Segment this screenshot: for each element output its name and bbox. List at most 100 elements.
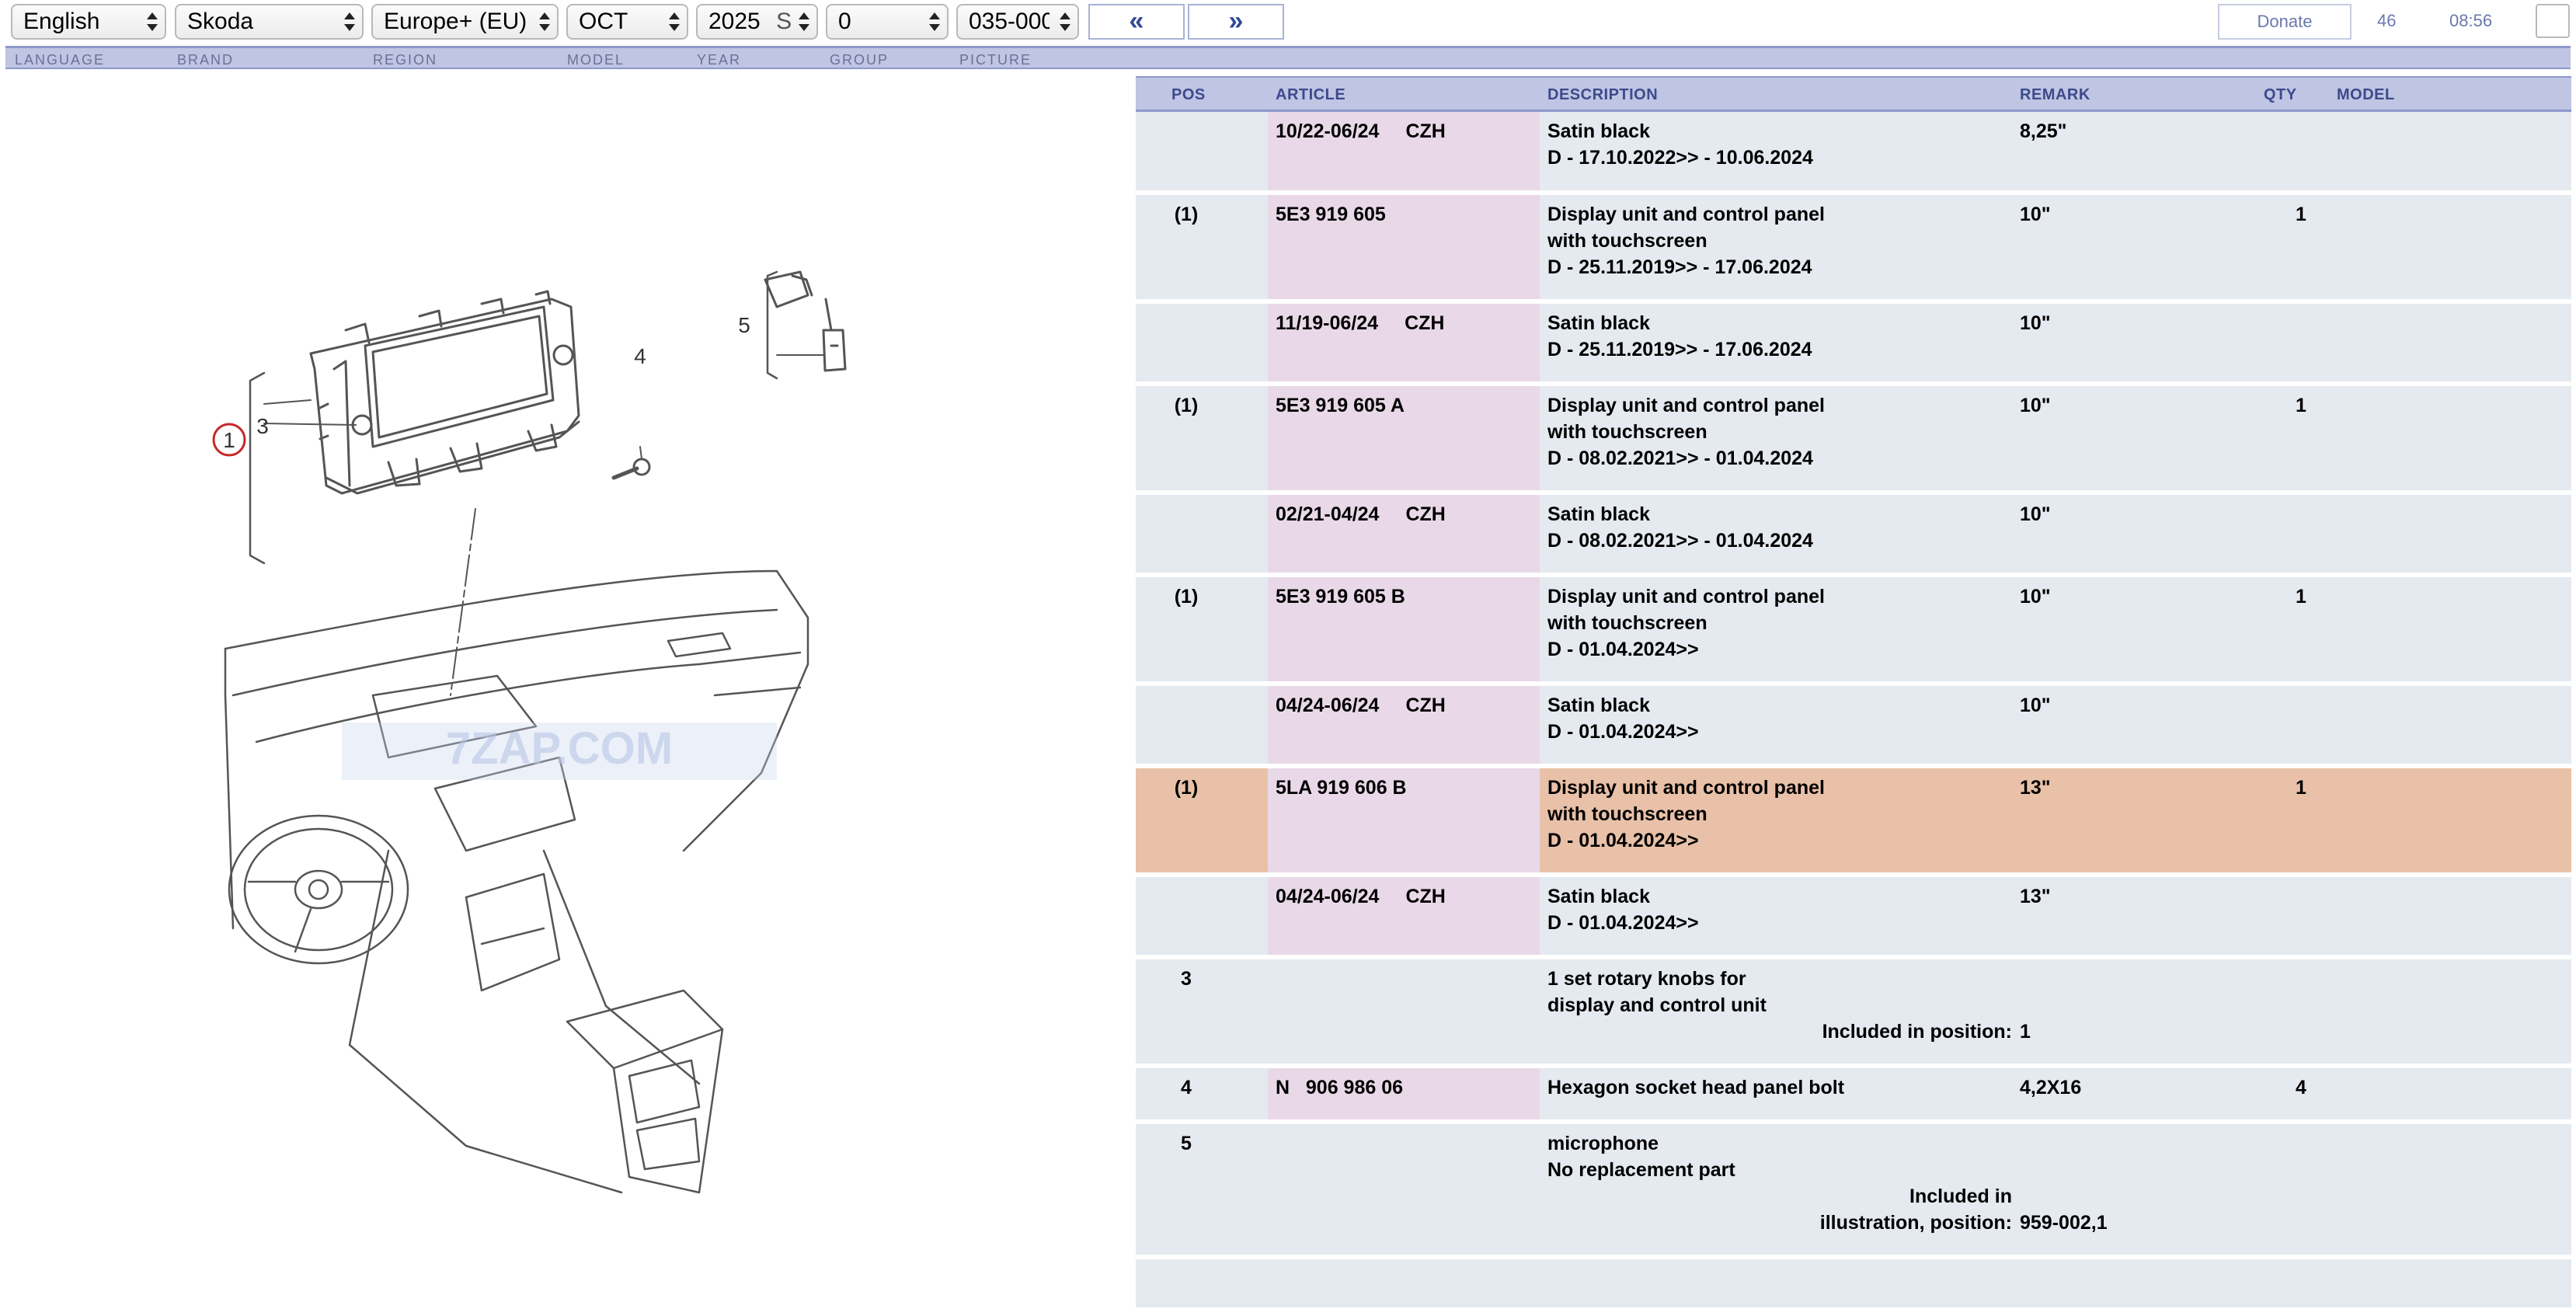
desc-line: D - 01.04.2024>> xyxy=(1547,639,1699,660)
row-article-link[interactable]: 5E3 919 605 A xyxy=(1276,395,1405,416)
desc-line: display and control unit xyxy=(1547,994,1767,1016)
row-article-link[interactable]: 5E3 919 605 B xyxy=(1276,586,1405,608)
table-header: POS ARTICLE DESCRIPTION REMARK QTY MODEL xyxy=(1136,76,2571,112)
model-select[interactable]: OCT xyxy=(566,4,688,40)
year-label: YEAR xyxy=(697,52,742,68)
select-arrows-icon xyxy=(1059,12,1071,31)
row-article-link[interactable]: N 906 986 06 xyxy=(1276,1077,1404,1098)
bolt-drawing xyxy=(611,446,651,480)
row-description: Display unit and control panel with touc… xyxy=(1547,583,1825,663)
table-row[interactable]: (1) 5E3 919 605 B Display unit and contr… xyxy=(1136,577,2571,686)
select-arrows-icon xyxy=(538,12,551,31)
clock-text: 08:56 xyxy=(2449,11,2493,30)
desc-line: 1 set rotary knobs for xyxy=(1547,968,1746,990)
year-select-value: 2025 xyxy=(708,9,761,34)
desc-line: Satin black xyxy=(1547,695,1650,716)
table-row[interactable]: 4 N 906 986 06 Hexagon socket head panel… xyxy=(1136,1068,2571,1124)
parts-table: POS ARTICLE DESCRIPTION REMARK QTY MODEL… xyxy=(1136,76,2571,1307)
row-pos: 5 xyxy=(1181,1133,1192,1154)
desc-line: D - 08.02.2021>> - 01.04.2024 xyxy=(1547,530,1813,552)
row-description: Satin black D - 17.10.2022>> - 10.06.202… xyxy=(1547,118,1813,171)
row-description: Display unit and control panel with touc… xyxy=(1547,775,1825,854)
group-select-value: 0 xyxy=(838,9,851,34)
region-select[interactable]: Europe+ (EU) xyxy=(371,4,559,40)
table-row[interactable]: 3 1 set rotary knobs for display and con… xyxy=(1136,959,2571,1068)
row-article-link[interactable]: 5LA 919 606 B xyxy=(1276,777,1407,799)
table-row[interactable]: (1) 5E3 919 605 A Display unit and contr… xyxy=(1136,386,2571,495)
desc-line: D - 01.04.2024>> xyxy=(1547,721,1699,743)
counter-text: 46 xyxy=(2377,11,2397,30)
model-label: MODEL xyxy=(567,52,625,68)
callout-1-circle[interactable] xyxy=(212,423,246,457)
brand-select[interactable]: Skoda xyxy=(175,4,364,40)
header-article: ARTICLE xyxy=(1276,86,1346,103)
row-description: Satin black D - 25.11.2019>> - 17.06.202… xyxy=(1547,310,1812,363)
parts-illustration: 7ZAP.COM 1 3 4 5 xyxy=(0,74,1134,1316)
brand-select-value: Skoda xyxy=(187,9,254,34)
header-qty: QTY xyxy=(2264,86,2297,103)
desc-line: D - 01.04.2024>> xyxy=(1547,912,1699,934)
desc-line: D - 25.11.2019>> - 17.06.2024 xyxy=(1547,256,1812,278)
picture-select[interactable]: 035-000 xyxy=(956,4,1079,40)
callout-5-label[interactable]: 5 xyxy=(738,313,750,337)
callout-1-label[interactable]: 1 xyxy=(223,428,235,452)
desc-line: Display unit and control panel xyxy=(1547,586,1825,608)
group-label: GROUP xyxy=(830,52,889,68)
top-toolbar: English Skoda Europe+ (EU) OCT 2025 S 0 … xyxy=(0,0,2576,45)
row-article-suffix: CZH xyxy=(1405,120,1446,142)
display-unit-drawing xyxy=(309,290,580,495)
desc-line: Display unit and control panel xyxy=(1547,777,1825,799)
exploded-view-drawing: 7ZAP.COM 1 3 4 5 xyxy=(212,270,847,1194)
table-row-highlighted[interactable]: (1) 5LA 919 606 B Display unit and contr… xyxy=(1136,768,2571,877)
desc-line: Satin black xyxy=(1547,886,1650,907)
header-model: MODEL xyxy=(2337,86,2395,103)
row-article-link[interactable]: 5E3 919 605 xyxy=(1276,204,1386,225)
row-remark: 10" xyxy=(2020,695,2051,716)
region-label: REGION xyxy=(373,52,438,68)
year-select[interactable]: 2025 S xyxy=(696,4,818,40)
donate-button[interactable]: Donate xyxy=(2218,4,2351,40)
model-select-value: OCT xyxy=(579,9,628,34)
callout-3-label[interactable]: 3 xyxy=(256,414,269,438)
language-select[interactable]: English xyxy=(11,4,166,40)
row-description: Satin black D - 01.04.2024>> xyxy=(1547,883,1699,936)
header-pos: POS xyxy=(1171,86,1206,103)
row-qty: 1 xyxy=(2296,395,2306,416)
previous-picture-button[interactable]: « xyxy=(1088,4,1185,40)
included-in-value[interactable]: 1 xyxy=(2020,1021,2031,1043)
callout-4-label[interactable]: 4 xyxy=(634,344,646,368)
select-arrows-icon xyxy=(146,12,158,31)
table-row[interactable]: 5 microphone No replacement part Include… xyxy=(1136,1124,2571,1259)
group-select[interactable]: 0 xyxy=(826,4,949,40)
corner-toggle-button[interactable] xyxy=(2536,4,2570,38)
region-select-value: Europe+ (EU) xyxy=(384,9,527,34)
row-remark: 13" xyxy=(2020,777,2051,799)
table-row[interactable]: (1) 5E3 919 605 Display unit and control… xyxy=(1136,195,2571,304)
row-qty: 1 xyxy=(2296,586,2306,608)
row-article-date: 11/19-06/24 xyxy=(1276,312,1379,334)
selector-label-bar: LANGUAGE BRAND REGION MODEL YEAR GROUP P… xyxy=(5,46,2571,69)
table-footer xyxy=(1136,1259,2571,1307)
picture-label: PICTURE xyxy=(959,52,1032,68)
next-picture-button[interactable]: » xyxy=(1188,4,1284,40)
included-in-label: Included in xyxy=(1909,1185,2012,1207)
brand-label: BRAND xyxy=(177,52,235,68)
row-pos: 3 xyxy=(1181,968,1192,990)
row-article-suffix: CZH xyxy=(1405,312,1445,334)
included-in-value[interactable]: 959-002,1 xyxy=(2020,1212,2108,1234)
row-article-date: 04/24-06/24 xyxy=(1276,695,1380,716)
table-row[interactable]: 11/19-06/24 CZH Satin black D - 25.11.201… xyxy=(1136,304,2571,386)
row-description: Hexagon socket head panel bolt xyxy=(1547,1074,1844,1101)
picture-select-value: 035-000 xyxy=(969,9,1050,34)
row-remark: 8,25" xyxy=(2020,120,2067,142)
desc-line: D - 01.04.2024>> xyxy=(1547,830,1699,851)
row-description: Satin black D - 08.02.2021>> - 01.04.202… xyxy=(1547,501,1813,554)
